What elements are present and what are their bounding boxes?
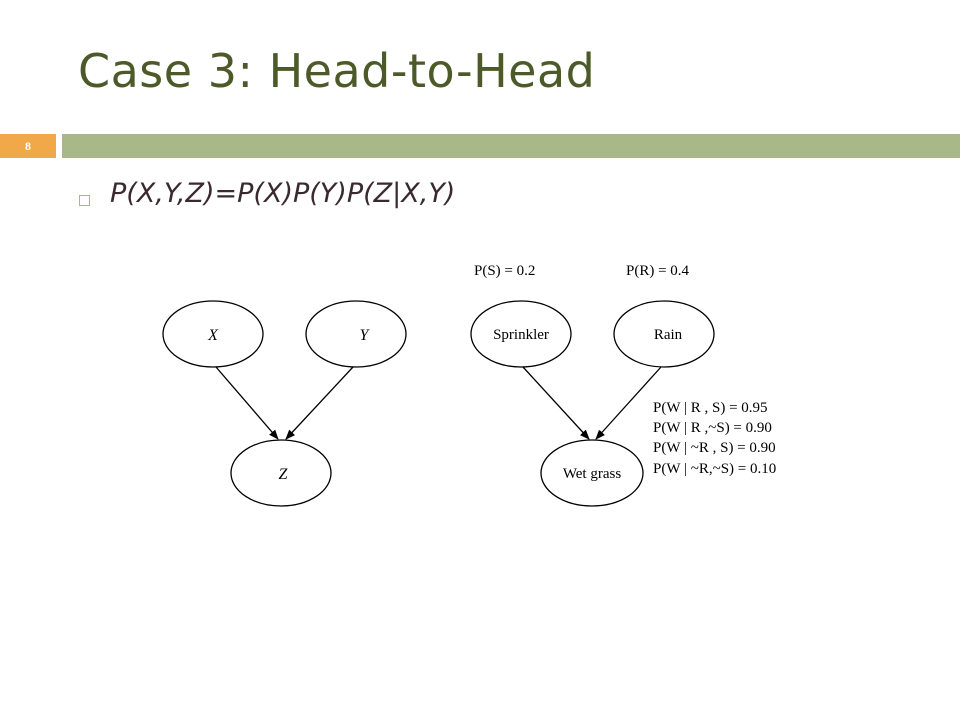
prior-rain: P(R) = 0.4 xyxy=(626,263,690,279)
node-x-label: X xyxy=(207,327,219,344)
cpt-row: P(W | ~R,~S) = 0.10 xyxy=(653,461,776,477)
node-sprinkler-label: Sprinkler xyxy=(493,327,549,343)
node-wet-grass xyxy=(540,439,644,507)
node-rain xyxy=(613,300,715,368)
slide-number: 8 xyxy=(25,139,31,153)
node-y xyxy=(305,300,407,368)
node-rain-label: Rain xyxy=(654,327,683,343)
slide-title: Case 3: Head-to-Head xyxy=(78,44,596,98)
node-y-label: Y xyxy=(360,327,371,344)
bullet-square-icon xyxy=(79,195,90,206)
edge-y-z xyxy=(285,366,354,440)
node-sprinkler xyxy=(470,300,572,368)
bullet-formula: P(X,Y,Z)=P(X)P(Y)P(Z|X,Y) xyxy=(110,178,456,209)
node-z-label: Z xyxy=(279,466,289,483)
cpt-row: P(W | R , S) = 0.95 xyxy=(653,400,768,416)
cpt-row: P(W | R ,~S) = 0.90 xyxy=(653,420,772,436)
edge-rain-wet xyxy=(595,366,662,440)
node-wet-grass-label: Wet grass xyxy=(563,466,622,482)
slide-number-box xyxy=(0,134,56,158)
left-diagram: X Y Z xyxy=(162,300,407,507)
edge-x-z xyxy=(215,366,279,440)
node-x xyxy=(162,300,264,368)
edge-sprinkler-wet xyxy=(522,366,590,440)
right-diagram: P(S) = 0.2 P(R) = 0.4 Sprinkler Rain Wet… xyxy=(470,263,776,507)
title-bar xyxy=(62,134,960,158)
cpt-row: P(W | ~R , S) = 0.90 xyxy=(653,440,776,456)
prior-sprinkler: P(S) = 0.2 xyxy=(474,263,535,279)
node-z xyxy=(230,439,332,507)
